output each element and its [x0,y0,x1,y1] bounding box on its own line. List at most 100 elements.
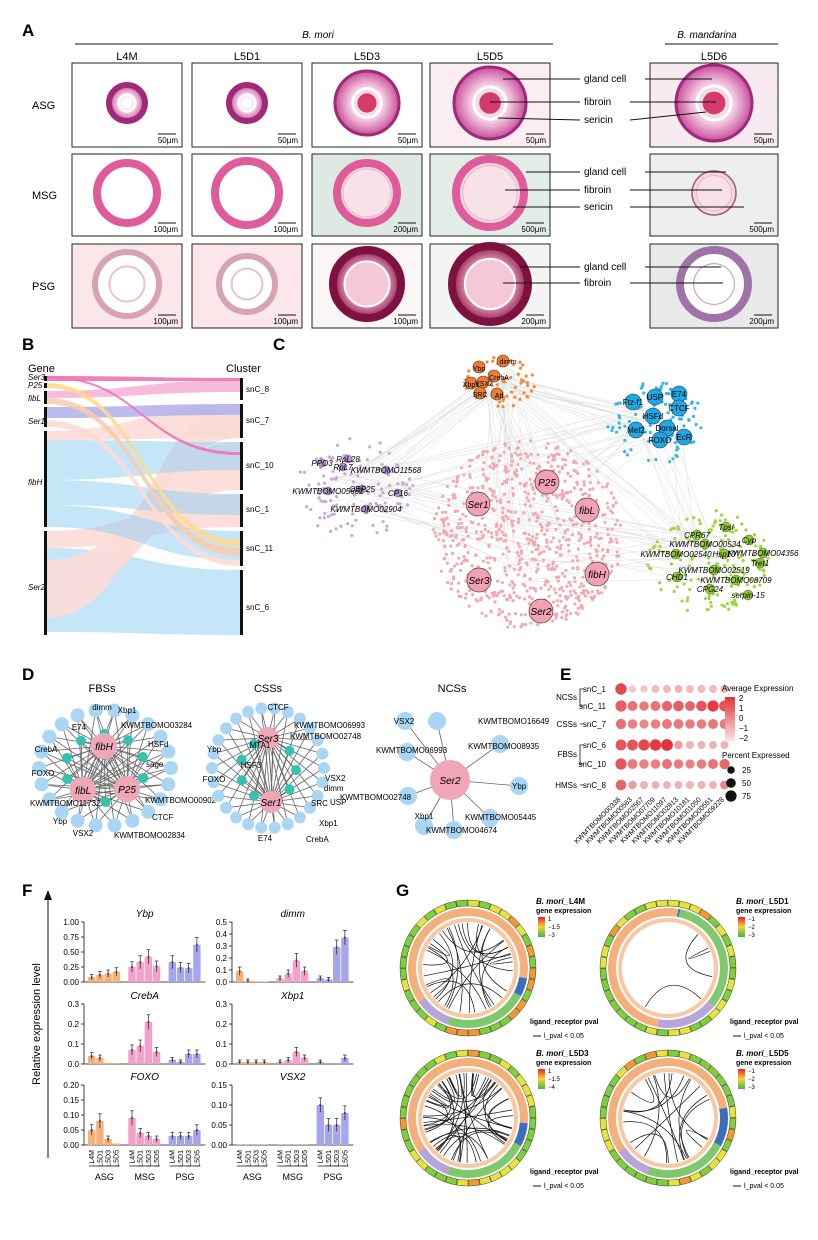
network-node [556,579,560,583]
network-title-fbss: FBSs [89,683,116,695]
network-node [579,536,583,540]
legend-pct-label: 50 [742,779,751,788]
network-hub-pink [466,567,492,593]
network-node [625,453,630,457]
bar-point [130,1116,134,1120]
network-node [465,559,469,563]
css-leaf-node [242,705,255,718]
network-node [754,544,758,548]
chord-expression-ring [689,1171,703,1182]
chord-expression-ring [715,1148,728,1162]
network-node [516,520,521,525]
network-node [614,430,619,434]
network-node [597,544,601,548]
network-node [587,467,591,472]
network-node [723,563,727,568]
chord-pval-label: l_pval < 0.05 [544,1033,584,1040]
network-node [504,533,508,538]
css-leaf-node [207,776,220,789]
network-node [440,510,445,514]
network-node [513,451,518,455]
network-node [554,591,558,595]
network-node [639,386,643,390]
network-node [545,540,549,544]
network-node [612,496,616,500]
network-node [610,491,614,495]
bar [96,974,104,982]
chord-expression-ring [433,904,447,915]
dotplot-group-bracket [579,744,583,765]
network-node [516,551,520,555]
network-node [551,600,556,604]
bar-point [319,977,322,980]
network-node [758,567,762,572]
scale-bar-label: 100μm [273,317,298,326]
css-hub-node [257,727,279,749]
network-node [502,380,507,384]
network-node [564,597,569,601]
network-node [460,538,465,542]
chord-expression-ring [715,1074,727,1087]
network-hub-green [670,548,682,560]
network-node [667,578,671,583]
chord-link [425,1074,459,1133]
chord-expression-ring [498,908,512,921]
network-node [499,537,503,541]
fbs-hub-label: P25 [118,785,136,796]
bar-chart-tick-label: 0.00 [211,1141,227,1150]
network-node [542,532,547,536]
micrograph-asg-l5d3: 50μm [311,62,423,148]
network-node [569,490,573,494]
chord-expression-ring [599,956,608,969]
sankey-gene-bar [44,383,47,388]
network-node [675,454,679,458]
network-node [444,510,448,514]
micrograph-asg-l5d1: 50μm [191,62,303,148]
legend-pct-label: 25 [742,766,751,775]
sericin-layer [117,93,137,113]
network-node [567,580,572,584]
chord-expression-ring [608,1074,621,1088]
network-node [532,497,536,501]
chord-legend-title: gene expression [536,908,591,915]
network-node [505,546,509,550]
network-node [526,395,530,399]
network-node [368,445,372,449]
network-node [560,465,564,469]
network-node [456,509,460,513]
network-node [454,484,458,488]
fbs-edge [82,736,161,791]
network-node [464,592,468,596]
network-node [529,389,534,393]
network-node [551,562,555,566]
fbs-leaf-node [34,777,49,792]
chord-expression-ring [644,900,657,910]
network-node [474,530,478,534]
sericin-layer [237,93,257,113]
f-stage-label: L5D5 [262,1150,269,1167]
network-node [589,535,593,539]
network-node [556,445,560,449]
network-node [320,488,325,492]
css-leaf-node [268,821,281,834]
css-leaf-node [212,734,225,747]
network-node [451,538,455,543]
f-stage-label: L5D1 [326,1150,333,1167]
fbs-leaf-node [153,729,168,744]
chord-sector [677,908,681,918]
network-node [602,554,606,558]
fbs-leaf-node [88,818,103,833]
chord-expression-ring [455,1049,468,1058]
sankey-flow [46,398,240,556]
network-edge [383,378,506,491]
css-leaf-node [311,789,324,802]
chord-link [663,1073,678,1163]
chord-link [623,1121,667,1163]
network-node [518,452,523,456]
network-node [503,468,507,472]
network-node [527,595,532,599]
network-node [326,514,330,519]
network-node [379,487,383,491]
network-node [529,482,533,486]
dotplot-dot [628,685,637,693]
